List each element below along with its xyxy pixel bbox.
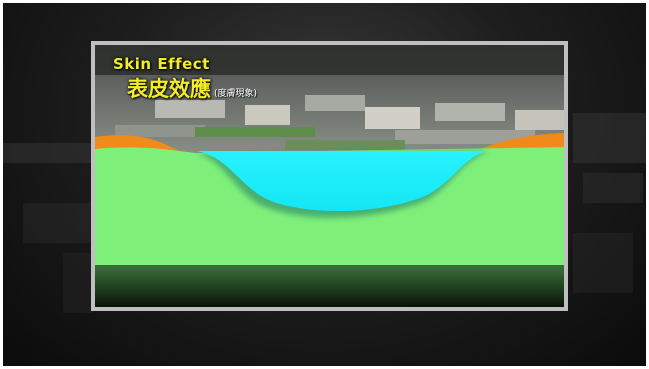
title-chinese: 表皮效應 [127,77,211,101]
illustration-frame: Skin Effect 表皮效應 (度膚現象) [91,41,568,311]
skin-effect-illustration [95,45,564,307]
water-channel [197,151,487,212]
slide-stage: Skin Effect 表皮效應 (度膚現象) [3,3,646,366]
title-chinese-note: (度膚現象) [214,89,258,99]
title-chinese-group: 表皮效應 (度膚現象) [127,73,257,103]
title-english: Skin Effect [113,55,210,73]
background-photo-texture [3,113,646,313]
